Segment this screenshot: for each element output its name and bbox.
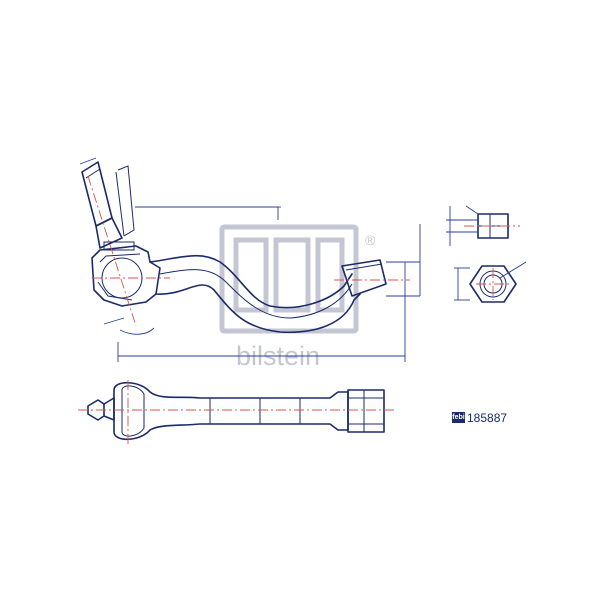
tie-rod-side-view xyxy=(78,380,396,444)
stud-thread xyxy=(81,161,113,227)
ball-joint-housing xyxy=(91,241,161,307)
watermark-letter-b xyxy=(273,237,311,313)
watermark-registered-mark: ® xyxy=(365,232,376,248)
nut-top-view xyxy=(454,261,527,303)
watermark-frame xyxy=(219,224,359,334)
watermark-logo: bilstein ® xyxy=(219,224,376,371)
watermark-letter-i xyxy=(315,237,345,313)
ball-stud xyxy=(81,161,135,249)
watermark-letter-e xyxy=(233,237,269,313)
nut-hexagon xyxy=(469,265,517,303)
tie-rod-arm xyxy=(149,254,361,334)
end-sleeve xyxy=(341,259,387,297)
febi-logo-badge: febi xyxy=(452,412,465,423)
part-number: 185887 xyxy=(467,411,508,425)
side-end-sleeve xyxy=(347,389,385,433)
dimension-lines xyxy=(79,157,421,362)
nut-side-view xyxy=(446,205,520,246)
stud-shank xyxy=(95,217,123,249)
